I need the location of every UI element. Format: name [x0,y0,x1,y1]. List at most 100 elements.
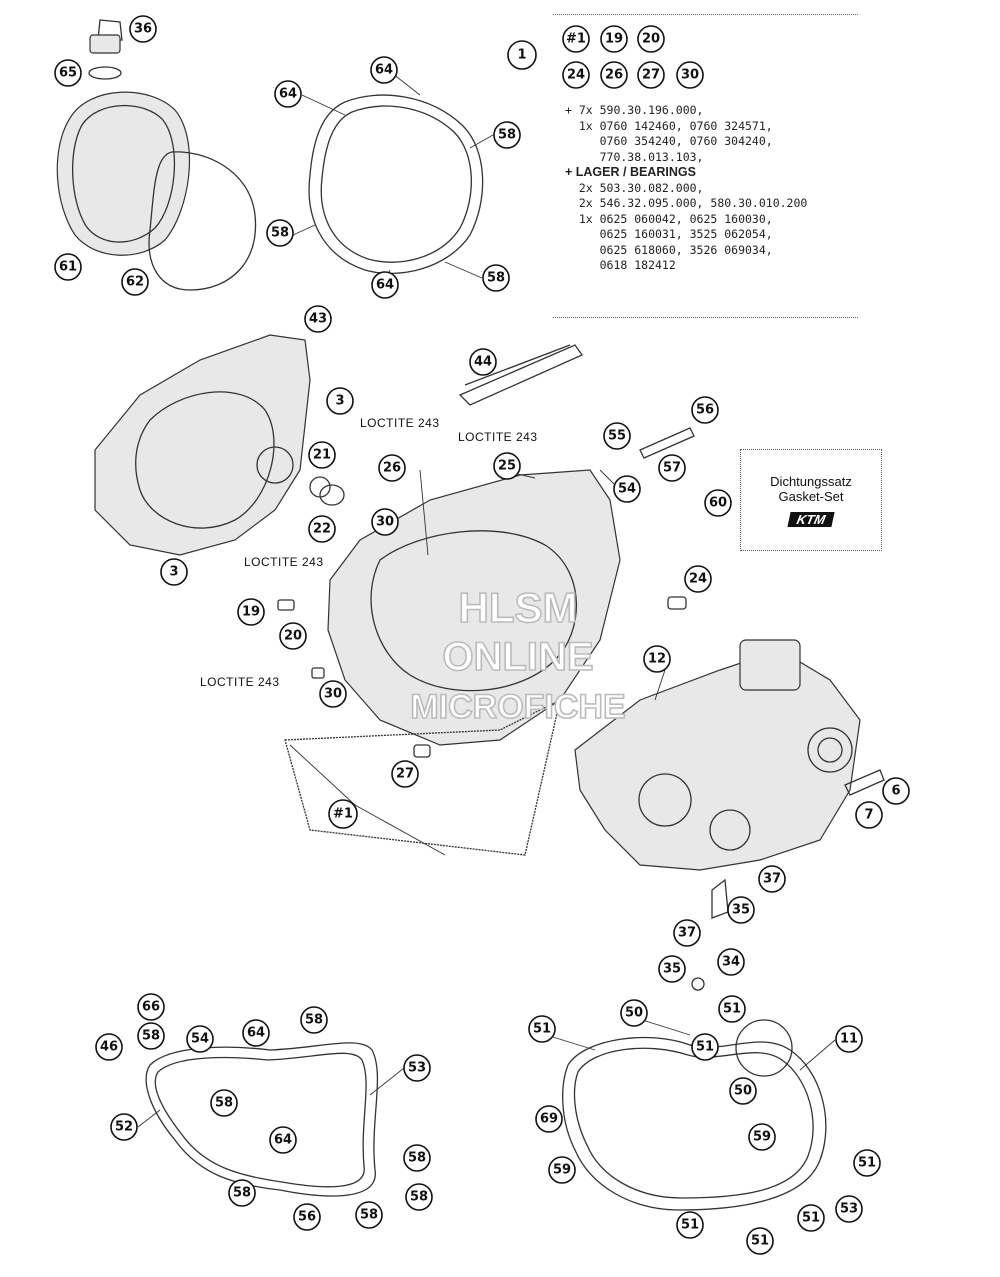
callout-53b[interactable]: 53 [835,1195,863,1223]
callout-58g[interactable]: 58 [403,1144,431,1172]
svg-text:34: 34 [722,955,740,970]
info-line: 0760 354240, 0760 304240, [565,134,773,148]
callout-24[interactable]: 24 [684,565,712,593]
info-line-bearings-heading: + LAGER / BEARINGS [565,165,696,179]
callout-kit-26[interactable]: 26 [600,61,628,89]
callout-58c[interactable]: 58 [482,264,510,292]
callout-27[interactable]: 27 [391,760,419,788]
callout-60[interactable]: 60 [704,489,732,517]
ktm-logo: KTM [787,512,835,527]
callout-58b[interactable]: 58 [266,219,294,247]
callout-64b[interactable]: 64 [370,56,398,84]
callout-kit-27[interactable]: 27 [637,61,665,89]
callout-37b[interactable]: 37 [673,919,701,947]
callout-kit-24[interactable]: 24 [562,61,590,89]
svg-text:30: 30 [681,68,699,83]
callout-51d[interactable]: 51 [853,1149,881,1177]
callout-kit-1[interactable]: #1 [562,25,590,53]
part-number-info-box: + 7x 590.30.196.000, 1x 0760 142460, 076… [553,14,858,318]
loctite-label-4: LOCTITE 243 [200,675,280,689]
callout-3b[interactable]: 3 [160,558,188,586]
callout-43[interactable]: 43 [304,305,332,333]
callout-30b[interactable]: 30 [319,680,347,708]
watermark-line-3: MICROFICHE [410,688,625,726]
callout-51g[interactable]: 51 [746,1227,774,1255]
callout-22[interactable]: 22 [308,515,336,543]
callout-57[interactable]: 57 [658,454,686,482]
callout-61[interactable]: 61 [54,253,82,281]
callout-64e[interactable]: 64 [269,1126,297,1154]
left-crankcase-drawing [94,334,583,556]
callout-65[interactable]: 65 [54,59,82,87]
callout-69[interactable]: 69 [535,1105,563,1133]
callout-59a[interactable]: 59 [748,1123,776,1151]
callout-44[interactable]: 44 [469,348,497,376]
callout-7[interactable]: 7 [855,801,883,829]
callout-58j[interactable]: 58 [355,1201,383,1229]
clutch-cover-drawing [56,19,484,291]
callout-46[interactable]: 46 [95,1033,123,1061]
callout-64d[interactable]: 64 [242,1019,270,1047]
callout-62[interactable]: 62 [121,268,149,296]
callout-11[interactable]: 11 [835,1025,863,1053]
svg-text:51: 51 [802,1211,820,1226]
callout-50b[interactable]: 50 [729,1077,757,1105]
callout-51a[interactable]: 51 [528,1015,556,1043]
info-line: 2x 503.30.082.000, [565,180,704,195]
svg-text:58: 58 [498,128,516,143]
svg-text:36: 36 [134,22,152,37]
callout-64a[interactable]: 64 [274,80,302,108]
callout-53a[interactable]: 53 [403,1054,431,1082]
callout-35b[interactable]: 35 [658,955,686,983]
part-number-lines: + 7x 590.30.196.000, 1x 0760 142460, 076… [565,103,807,274]
callout-58e[interactable]: 58 [300,1006,328,1034]
callout-56a[interactable]: 56 [691,396,719,424]
callout-58a[interactable]: 58 [493,121,521,149]
svg-text:62: 62 [126,275,144,290]
callout-kit-30[interactable]: 30 [676,61,704,89]
callout-26[interactable]: 26 [378,454,406,482]
callout-6[interactable]: 6 [882,777,910,805]
callout-52[interactable]: 52 [110,1113,138,1141]
callout-34[interactable]: 34 [717,948,745,976]
callout-12[interactable]: 12 [643,645,671,673]
callout-hash1[interactable]: #1 [328,799,358,829]
watermark: HLSM ONLINE MICROFICHE [410,583,627,727]
callout-59b[interactable]: 59 [548,1156,576,1184]
callout-58h[interactable]: 58 [228,1179,256,1207]
callout-kit-19[interactable]: 19 [600,25,628,53]
svg-text:51: 51 [723,1002,741,1017]
callout-66[interactable]: 66 [137,993,165,1021]
callout-main-1[interactable]: 1 [507,40,537,70]
callout-kit-20[interactable]: 20 [637,25,665,53]
callout-3a[interactable]: 3 [326,387,354,415]
svg-text:58: 58 [360,1208,378,1223]
callout-58d[interactable]: 58 [137,1022,165,1050]
svg-text:35: 35 [732,903,750,918]
callout-55a[interactable]: 55 [603,422,631,450]
callout-64c[interactable]: 64 [371,271,399,299]
gasket-set-box[interactable]: Dichtungssatz Gasket-Set KTM [740,449,882,551]
callout-19[interactable]: 19 [237,598,265,626]
callout-36[interactable]: 36 [129,15,157,43]
callout-51b[interactable]: 51 [718,995,746,1023]
loctite-label-2: LOCTITE 243 [458,430,538,444]
callout-35a[interactable]: 35 [727,896,755,924]
callout-58i[interactable]: 58 [405,1183,433,1211]
callout-58f[interactable]: 58 [210,1089,238,1117]
loctite-label-3: LOCTITE 243 [244,555,324,569]
loctite-label-1: LOCTITE 243 [360,416,440,430]
callout-56b[interactable]: 56 [293,1203,321,1231]
callout-54b[interactable]: 54 [186,1025,214,1053]
callout-51c[interactable]: 51 [691,1033,719,1061]
svg-text:1: 1 [517,48,526,63]
callout-30a[interactable]: 30 [371,508,399,536]
callout-37a[interactable]: 37 [758,865,786,893]
callout-54a[interactable]: 54 [613,475,641,503]
callout-20[interactable]: 20 [279,622,307,650]
callout-51e[interactable]: 51 [676,1211,704,1239]
callout-21[interactable]: 21 [308,441,336,469]
callout-25[interactable]: 25 [493,452,521,480]
callout-51f[interactable]: 51 [797,1204,825,1232]
callout-50a[interactable]: 50 [620,999,648,1027]
